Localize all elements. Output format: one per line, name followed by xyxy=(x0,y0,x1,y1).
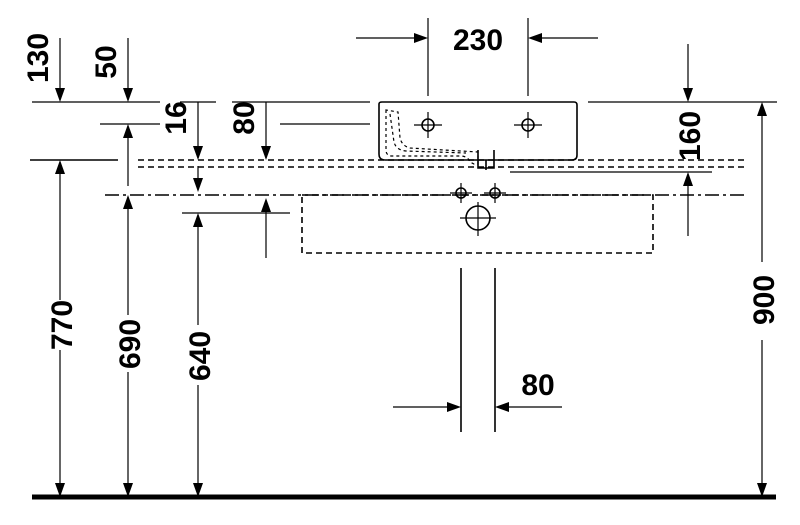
dimension-690: 690 xyxy=(114,195,147,497)
dimension-80-bottom: 80 xyxy=(393,369,562,412)
supply-fitting-right xyxy=(484,183,506,203)
dimension-16: 16 xyxy=(160,101,216,160)
dimension-770-label: 770 xyxy=(46,300,79,350)
dimension-80-top: 80 xyxy=(228,101,370,160)
dimension-160: 160 xyxy=(510,44,777,236)
supply-fitting-left xyxy=(450,183,472,203)
dimension-80-top-label: 80 xyxy=(228,101,261,134)
tap-hole-right xyxy=(514,112,542,138)
dimension-900: 900 xyxy=(748,102,781,497)
dimension-230: 230 xyxy=(356,18,598,96)
bowl-contour xyxy=(385,109,479,165)
dimension-640: 640 xyxy=(182,166,290,497)
dimension-690-label: 690 xyxy=(114,319,147,369)
waste-outlet-circle xyxy=(460,202,496,236)
dimension-770: 770 xyxy=(46,160,79,497)
dimension-130-label: 130 xyxy=(22,33,55,83)
dimension-230-label: 230 xyxy=(453,24,503,57)
dimension-640-label: 640 xyxy=(184,331,217,381)
dimension-50: 50 xyxy=(90,38,160,186)
dimension-900-label: 900 xyxy=(748,275,781,325)
dimension-80-bottom-label: 80 xyxy=(521,369,554,402)
dimension-16-label: 16 xyxy=(160,101,193,134)
tap-hole-left xyxy=(414,112,442,138)
dimension-50-label: 50 xyxy=(90,45,123,78)
dimension-130: 130 xyxy=(22,33,160,103)
vanity-unit-outline xyxy=(301,194,654,254)
dimension-160-label: 160 xyxy=(674,111,707,161)
